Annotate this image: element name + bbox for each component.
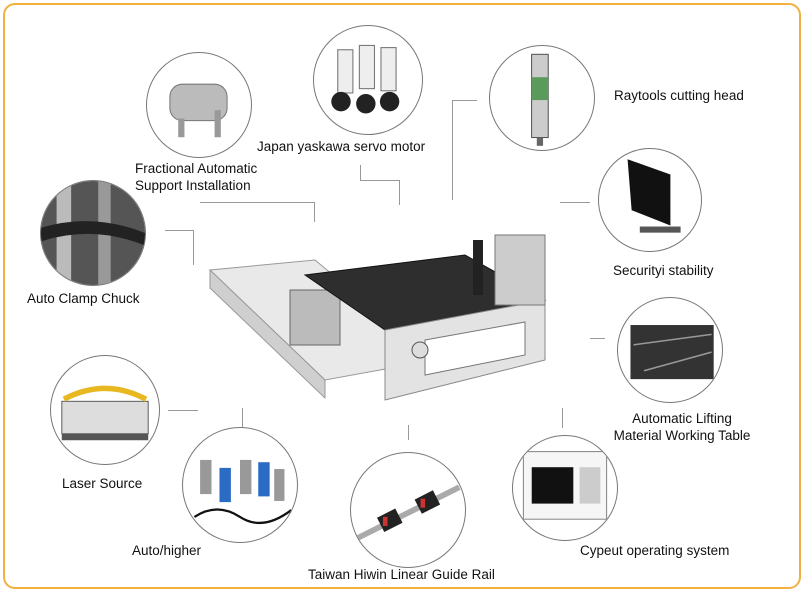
auto-height-sensor-image [182,427,298,543]
servo-motor-image [313,25,423,135]
connector-fractional-v [314,202,315,222]
label-line: Material Working Table [613,428,751,443]
label-chuck: Auto Clamp Chuck [27,291,140,306]
orange-frame [3,3,801,589]
label-hiwin: Taiwan Hiwin Linear Guide Rail [308,567,495,582]
label-raytools: Raytools cutting head [614,88,744,103]
fractional-support-image [146,52,252,158]
linear-guide-rail-image [350,452,466,568]
connector-hiwin [408,425,409,440]
connector-laser [168,410,198,411]
label-higher: Auto/higher [132,543,202,558]
auto-clamp-chuck-image [40,180,146,286]
connector-chuck-v [193,230,194,265]
laser-source-image [50,355,160,465]
label-cypeut: Cypeut operating system [580,543,730,558]
cypeut-os-image [512,435,618,541]
label-security: Securityi stability [613,263,714,278]
label-servo: Japan yaskawa servo motor [257,139,426,154]
label-line: Fractional Automatic [135,161,258,176]
connector-higher [242,408,243,433]
connector-lifting [590,338,605,339]
connector-servo-v [399,180,400,205]
connector-cypeut [562,408,563,428]
security-monitor-image [598,148,702,252]
lifting-table-image [617,297,723,403]
connector-servo [360,165,361,180]
label-line: Support Installation [135,178,251,193]
label-lifting: Automatic Lifting Material Working Table [592,410,772,444]
fiber-laser-cutting-machine-image [208,234,547,401]
connector-security [560,202,590,203]
raytools-cutting-head-image [489,45,595,151]
connector-chuck [165,230,193,231]
connector-raytools-h [452,100,477,101]
connector-raytools [452,100,453,200]
connector-fractional [200,202,315,203]
label-fractional: Fractional Automatic Support Installatio… [135,160,257,194]
label-line: Automatic Lifting [632,411,732,426]
label-laser: Laser Source [62,476,143,491]
connector-servo-h [360,180,400,181]
